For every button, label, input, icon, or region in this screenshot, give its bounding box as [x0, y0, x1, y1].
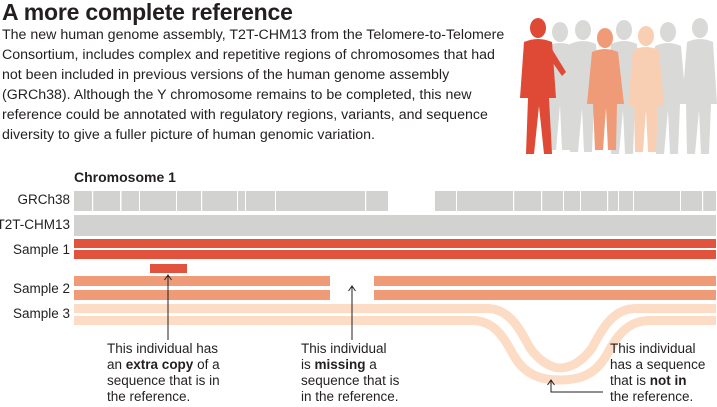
annotation-not-in: This individual has a sequence that is n… — [610, 341, 706, 404]
person-silhouette-red — [520, 18, 566, 154]
track-sample-2 — [74, 276, 716, 300]
figure-title: A more complete reference — [2, 0, 293, 25]
annotation-arrows — [164, 274, 603, 393]
row-label-grch38: GRCh38 — [17, 192, 70, 207]
extra-copy-segment — [150, 264, 187, 273]
person-silhouette-grey-5 — [682, 18, 717, 154]
people-illustration — [520, 18, 717, 154]
annotation-missing: This individual is missing a sequence th… — [301, 341, 400, 404]
person-silhouette-peach — [628, 26, 664, 152]
track-t2t-chm13 — [74, 215, 716, 236]
arrow-not-in — [547, 379, 603, 393]
row-label-sample-1: Sample 1 — [12, 242, 70, 257]
intro-paragraph: The new human genome assembly, T2T-CHM13… — [2, 27, 505, 143]
track-sample-3 — [74, 304, 716, 385]
arrow-missing — [348, 285, 356, 340]
row-label-t2t-chm13: T2T-CHM13 — [0, 217, 70, 232]
person-silhouette-orange — [587, 28, 624, 150]
track-grch38 — [74, 191, 716, 211]
track-grch38-gaps — [92, 191, 704, 211]
track-sample-1 — [74, 239, 716, 273]
row-label-sample-2: Sample 2 — [12, 281, 70, 296]
chromosome-label: Chromosome 1 — [74, 169, 176, 185]
arrow-extra-copy — [164, 274, 172, 340]
annotation-extra-copy: This individual has an extra copy of a s… — [107, 341, 220, 404]
row-label-sample-3: Sample 3 — [12, 306, 70, 321]
